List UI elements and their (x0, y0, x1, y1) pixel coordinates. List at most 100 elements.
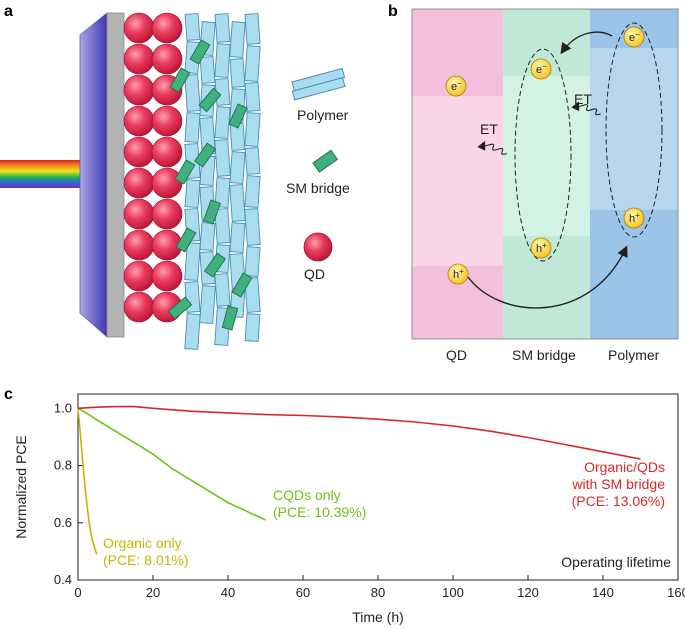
quantum-dot (123, 229, 155, 261)
polymer-chain (244, 175, 261, 208)
x-tick-label: 100 (442, 585, 464, 600)
quantum-dot (123, 260, 155, 292)
polymer-chain (199, 222, 216, 251)
polymer-chain (229, 58, 246, 88)
series-line-1 (77, 407, 266, 521)
sm-bridge-molecule (202, 199, 222, 225)
polymer-chain (214, 106, 231, 139)
column-label-polymer: Polymer (608, 347, 660, 363)
legend-qd-label: QD (304, 266, 325, 282)
corner-note: Operating lifetime (561, 554, 671, 570)
electron-transfer-arrow (560, 31, 613, 55)
polymer-chain (184, 179, 201, 208)
sm-bridge-molecule (228, 103, 248, 129)
hole-polymer: h+ (623, 207, 645, 229)
polymer-chain (244, 13, 261, 45)
polymer-chain (214, 43, 231, 78)
x-tick-label: 160 (667, 585, 685, 600)
column-label-sm-bridge: SM bridge (512, 347, 576, 363)
legend-sm-bridge-label: SM bridge (286, 180, 350, 196)
y-axis-label: Normalized PCE (13, 435, 29, 538)
polymer-chain (214, 177, 231, 208)
quantum-dot (123, 74, 155, 106)
quantum-dot (123, 105, 155, 137)
y-tick-label: 0.8 (54, 458, 72, 473)
sm-bridge-molecule (198, 87, 222, 113)
sm-bridge-molecule (174, 159, 196, 185)
et-squiggle-right (571, 101, 601, 116)
x-axis-label: Time (h) (352, 609, 404, 625)
sm-bridge-legend-icon (312, 149, 339, 173)
sm-bridge-molecule (221, 305, 239, 331)
svg-text:e−: e− (629, 30, 640, 44)
panel-b: b ET ET e− e− e− (388, 3, 679, 363)
polymer-chain (199, 285, 216, 324)
panel-a-label: a (4, 3, 13, 20)
svg-text:e−: e− (536, 62, 547, 76)
quantum-dot (151, 43, 183, 75)
quantum-dot (123, 12, 155, 44)
electron-bridge: e− (530, 58, 552, 80)
legend-polymer-label: Polymer (297, 107, 349, 123)
polymer-exciton-ellipse (605, 22, 663, 238)
y-tick-label: 0.6 (54, 515, 72, 530)
panel-c: c 0204060801001201401600.40.60.81.0 Orga… (4, 386, 685, 625)
sm-bridge-molecule (193, 142, 217, 168)
x-tick-label: 80 (371, 585, 385, 600)
sm-bridge-molecule (203, 252, 227, 278)
qd-legend-icon (303, 232, 333, 262)
polymer-chain (244, 313, 261, 342)
polymer-chain (244, 208, 261, 246)
polymer-chain (214, 139, 231, 177)
polymer-chain (184, 13, 201, 41)
y-tick-label: 0.4 (54, 572, 72, 587)
polymer-chain (214, 208, 231, 244)
polymer-chain (244, 147, 261, 175)
et-squiggle-left (477, 140, 507, 155)
sm-bridge-molecule (169, 67, 191, 93)
series-line-0 (77, 408, 98, 555)
panel-a-legend: Polymer SM bridge QD (286, 67, 350, 282)
x-tick-label: 40 (221, 585, 235, 600)
polymer-chain (244, 246, 261, 277)
svg-text:e−: e− (451, 79, 462, 93)
sm-bridge-molecule (175, 227, 197, 253)
et-label-left: ET (480, 121, 498, 137)
panel-c-label: c (4, 386, 13, 403)
quantum-dot (151, 136, 183, 168)
panel-a: a Polymer SM bridge QD (0, 3, 350, 350)
et-label-right: ET (574, 91, 592, 107)
polymer-chain (214, 273, 231, 307)
quantum-dot (151, 12, 183, 44)
polymer-chain (229, 184, 246, 222)
quantum-dot (123, 291, 155, 323)
quantum-dot (151, 260, 183, 292)
x-tick-label: 60 (296, 585, 310, 600)
quantum-dot (123, 167, 155, 199)
sm-bridge-molecule (167, 296, 193, 320)
series-label-organic: Organic only(PCE: 8.01%) (103, 535, 189, 568)
polymer-chain (184, 112, 201, 143)
hole-bridge: h+ (530, 237, 552, 259)
polymer-chain (229, 222, 246, 253)
polymer-legend-icon (291, 67, 346, 101)
y-tick-label: 1.0 (54, 400, 72, 415)
quantum-dot (123, 43, 155, 75)
polymer-chain (244, 82, 261, 112)
polymer-layer (167, 13, 261, 350)
hole-qd: h+ (447, 263, 469, 285)
electron-polymer: e− (623, 26, 645, 48)
sm-bridge-molecule (231, 272, 253, 298)
electrode-layer (106, 12, 125, 338)
quantum-dot (123, 198, 155, 230)
polymer-chain (229, 21, 246, 58)
chart-series (77, 405, 641, 555)
svg-text:h+: h+ (453, 267, 464, 281)
chart-series-labels: Organic only(PCE: 8.01%)CQDs only(PCE: 1… (103, 459, 665, 568)
quantum-dot (151, 198, 183, 230)
polymer-chain (184, 74, 201, 112)
svg-text:h+: h+ (536, 241, 547, 255)
polymer-chain (184, 242, 201, 281)
quantum-dot (151, 167, 183, 199)
